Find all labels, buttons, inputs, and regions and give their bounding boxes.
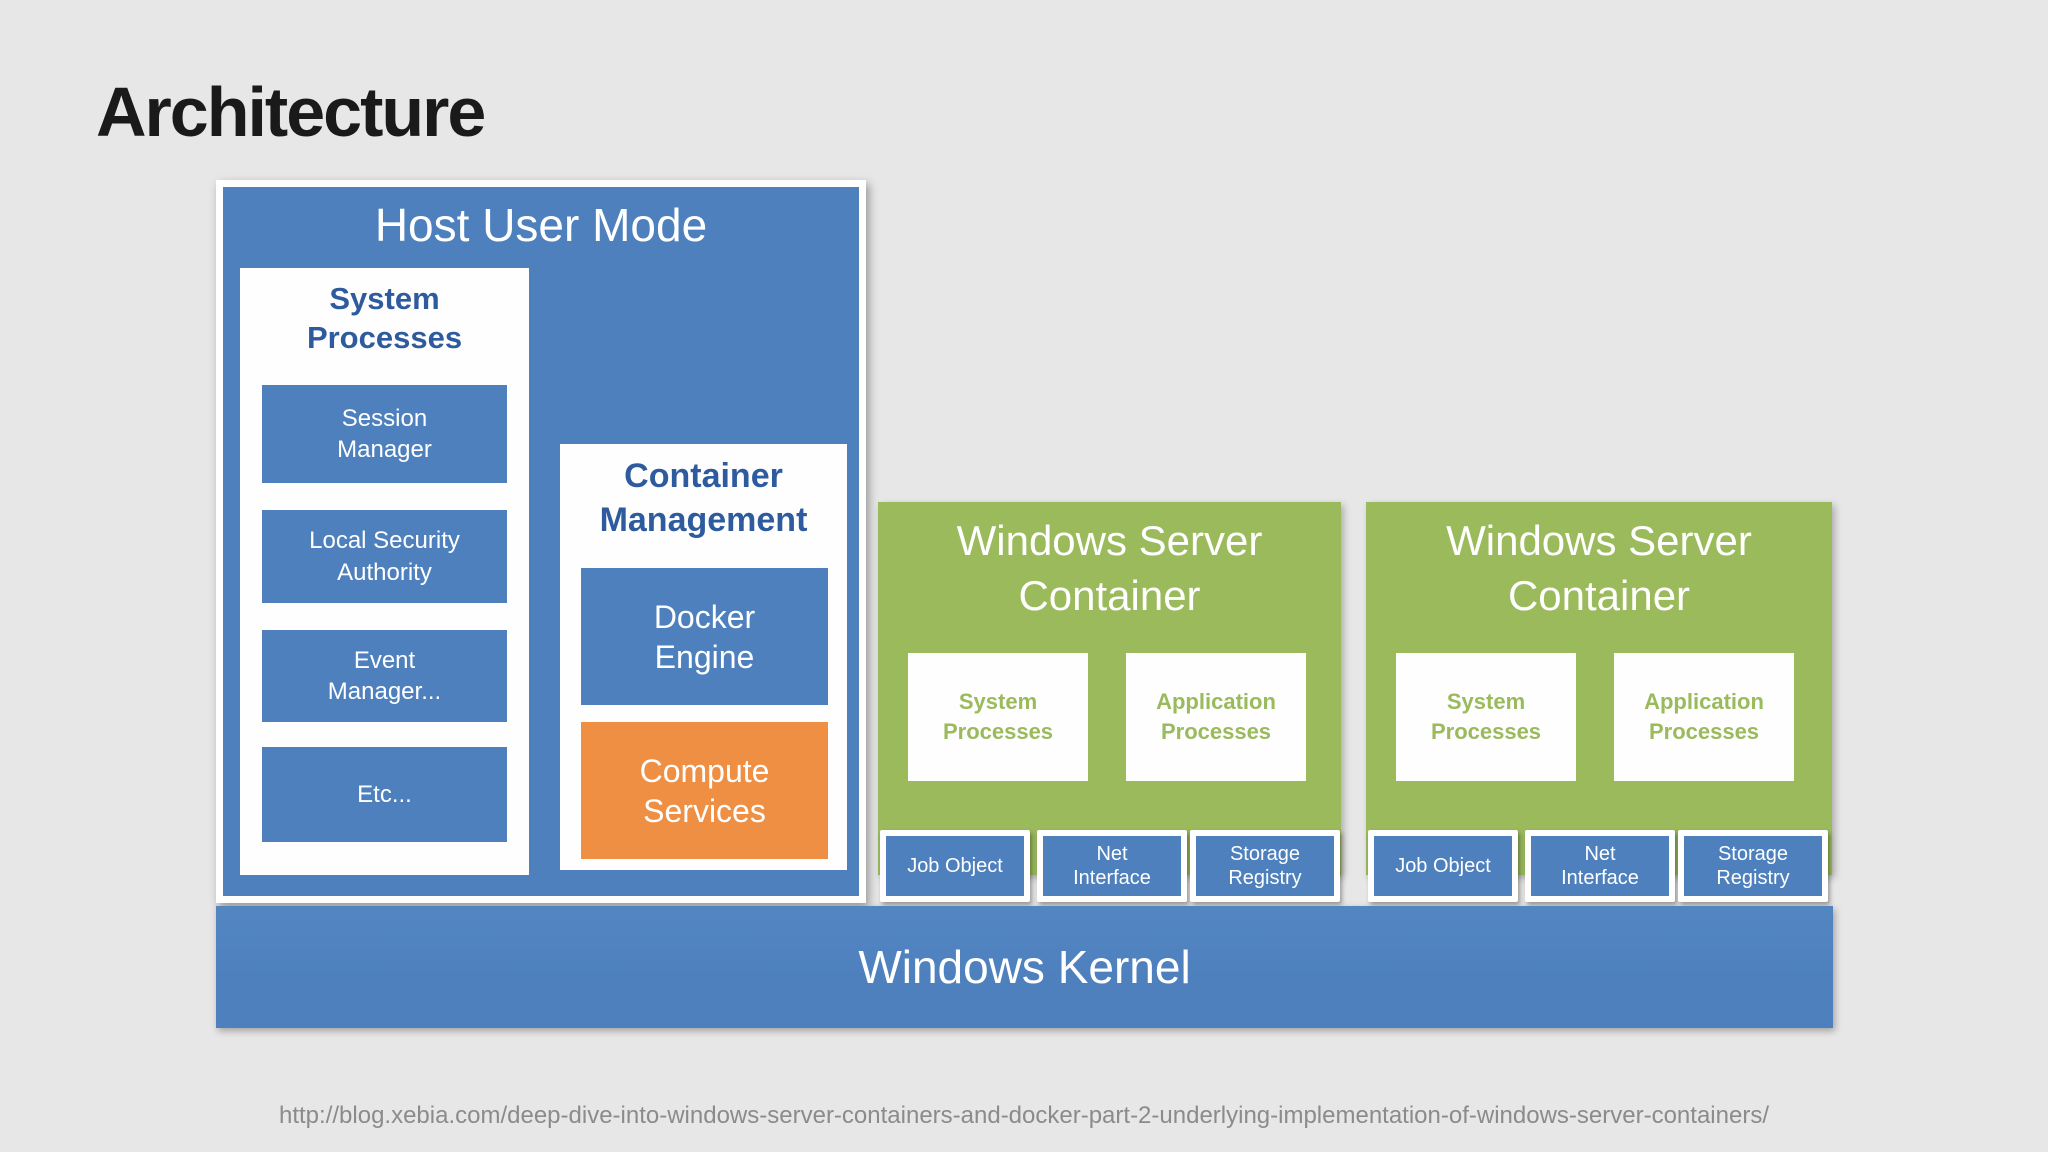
compute-services-box: Compute Services bbox=[581, 722, 828, 859]
container-title: Windows Server Container bbox=[1366, 514, 1832, 623]
system-processes-label: System Processes bbox=[1430, 689, 1542, 744]
job-object-box: Job Object bbox=[880, 830, 1030, 902]
windows-kernel-bar: Windows Kernel bbox=[216, 906, 1833, 1028]
container-management-group: Container Management Docker Engine Compu… bbox=[560, 444, 847, 870]
session-manager-box: Session Manager bbox=[262, 385, 507, 483]
windows-server-container-panel-2: Windows Server Container System Processe… bbox=[1366, 502, 1832, 902]
container-title: Windows Server Container bbox=[878, 514, 1341, 623]
net-interface-box: Net Interface bbox=[1037, 830, 1187, 902]
job-object-label: Job Object bbox=[907, 855, 1003, 877]
job-object-box: Job Object bbox=[1368, 830, 1518, 902]
system-processes-group: System Processes Session Manager Local S… bbox=[240, 268, 529, 875]
application-processes-box: Application Processes bbox=[1614, 653, 1794, 781]
system-processes-title-text: System Processes bbox=[306, 281, 463, 355]
container-management-title: Container Management bbox=[560, 454, 847, 542]
net-interface-label: Net Interface bbox=[1073, 843, 1151, 889]
container-title-text: Windows Server Container bbox=[1446, 517, 1752, 619]
container-management-title-text: Container Management bbox=[599, 457, 808, 540]
system-processes-box: System Processes bbox=[1396, 653, 1576, 781]
container-title-text: Windows Server Container bbox=[956, 517, 1263, 619]
source-url: http://blog.xebia.com/deep-dive-into-win… bbox=[279, 1102, 1769, 1129]
system-processes-title: System Processes bbox=[240, 280, 529, 358]
page-title: Architecture bbox=[96, 73, 486, 151]
docker-engine-box: Docker Engine bbox=[581, 568, 828, 705]
session-manager-label: Session Manager bbox=[337, 404, 432, 463]
etc-label: Etc... bbox=[357, 780, 412, 808]
event-manager-label: Event Manager... bbox=[327, 646, 442, 705]
local-security-authority-box: Local Security Authority bbox=[262, 510, 507, 603]
application-processes-label: Application Processes bbox=[1644, 689, 1764, 744]
job-object-label: Job Object bbox=[1395, 855, 1491, 877]
net-interface-box: Net Interface bbox=[1525, 830, 1675, 902]
event-manager-box: Event Manager... bbox=[262, 630, 507, 722]
application-processes-box: Application Processes bbox=[1126, 653, 1306, 781]
host-user-mode-title: Host User Mode bbox=[374, 199, 708, 251]
storage-registry-label: Storage Registry bbox=[1228, 843, 1302, 889]
storage-registry-box: Storage Registry bbox=[1678, 830, 1828, 902]
etc-box: Etc... bbox=[262, 747, 507, 842]
docker-engine-label: Docker Engine bbox=[653, 598, 756, 675]
system-processes-label: System Processes bbox=[942, 689, 1054, 744]
system-processes-box: System Processes bbox=[908, 653, 1088, 781]
net-interface-label: Net Interface bbox=[1561, 843, 1639, 889]
windows-kernel-label: Windows Kernel bbox=[858, 941, 1191, 993]
compute-services-label: Compute Services bbox=[639, 752, 770, 829]
storage-registry-box: Storage Registry bbox=[1190, 830, 1340, 902]
windows-server-container-panel-1: Windows Server Container System Processe… bbox=[878, 502, 1341, 902]
host-user-mode-panel: Host User Mode System Processes Session … bbox=[216, 180, 866, 903]
application-processes-label: Application Processes bbox=[1156, 689, 1276, 744]
local-security-authority-label: Local Security Authority bbox=[309, 527, 460, 586]
storage-registry-label: Storage Registry bbox=[1716, 843, 1790, 889]
